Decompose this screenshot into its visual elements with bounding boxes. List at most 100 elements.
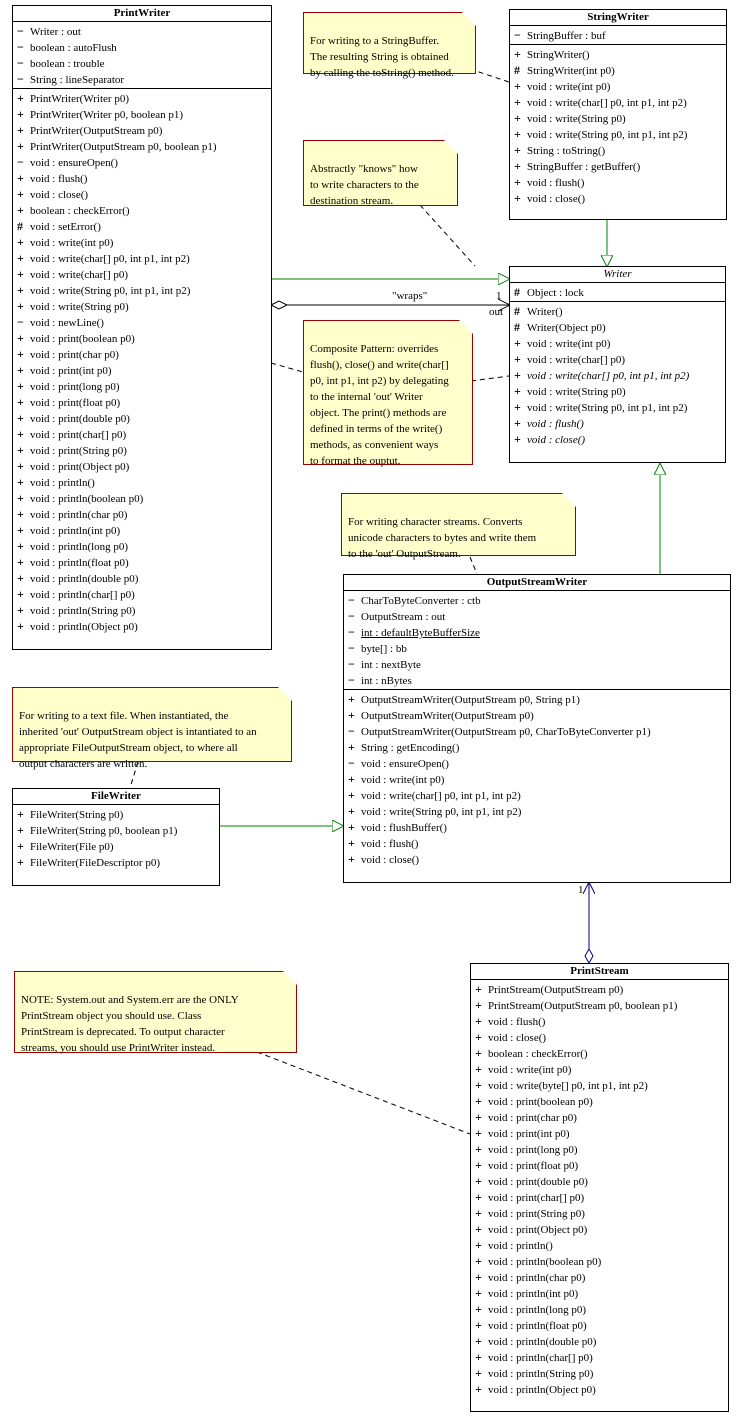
member-signature: void : write(int p0) bbox=[30, 237, 114, 249]
visibility-marker: # bbox=[17, 219, 23, 233]
visibility-marker: + bbox=[348, 852, 355, 866]
printwriter-class[interactable]: PrintWriter −Writer : out−boolean : auto… bbox=[12, 5, 272, 650]
class-member-row: +void : println() bbox=[471, 1237, 728, 1253]
visibility-marker: + bbox=[475, 1254, 482, 1268]
class-member-row: +void : flush() bbox=[510, 415, 725, 431]
member-signature: PrintWriter(OutputStream p0, boolean p1) bbox=[30, 141, 217, 153]
class-member-row: +void : print(String p0) bbox=[13, 442, 271, 458]
visibility-marker: + bbox=[17, 235, 24, 249]
wraps-multiplicity: 1 bbox=[496, 290, 502, 302]
class-member-row: +PrintStream(OutputStream p0, boolean p1… bbox=[471, 997, 728, 1013]
visibility-marker: + bbox=[17, 523, 24, 537]
printstream-methods: +PrintStream(OutputStream p0)+PrintStrea… bbox=[471, 980, 728, 1398]
outputstreamwriter-class-name: OutputStreamWriter bbox=[344, 575, 730, 591]
member-signature: int : nBytes bbox=[361, 675, 412, 687]
member-signature: OutputStreamWriter(OutputStream p0, Char… bbox=[361, 726, 651, 738]
visibility-marker: + bbox=[514, 416, 521, 430]
member-signature: void : print(double p0) bbox=[30, 413, 130, 425]
member-signature: void : flush() bbox=[30, 173, 88, 185]
class-member-row: + void : print(Object p0) bbox=[471, 1221, 728, 1237]
visibility-marker: + bbox=[514, 368, 521, 382]
stringwriter-class-name: StringWriter bbox=[510, 10, 726, 26]
visibility-marker: + bbox=[475, 1206, 482, 1220]
member-signature: void : write(String p0, int p1, int p2) bbox=[361, 806, 522, 818]
filewriter-class[interactable]: FileWriter +FileWriter(String p0)+FileWr… bbox=[12, 788, 220, 886]
visibility-marker: + bbox=[348, 788, 355, 802]
member-signature: void : ensureOpen() bbox=[361, 758, 449, 770]
visibility-marker: + bbox=[17, 443, 24, 457]
printstream-multiplicity: 1 bbox=[578, 884, 584, 896]
member-signature: void : println(double p0) bbox=[488, 1336, 597, 1348]
visibility-marker: + bbox=[17, 807, 24, 821]
class-member-row: +boolean : checkError() bbox=[13, 202, 271, 218]
note-outputstreamwriter: For writing character streams. Converts … bbox=[341, 493, 576, 560]
member-signature: StringBuffer : getBuffer() bbox=[527, 161, 641, 173]
class-member-row: +void : println(float p0) bbox=[471, 1317, 728, 1333]
class-member-row: +void : close() bbox=[13, 186, 271, 202]
member-signature: void : newLine() bbox=[30, 317, 104, 329]
class-member-row: +void : close() bbox=[510, 190, 726, 206]
class-member-row: +FileWriter(File p0) bbox=[13, 838, 219, 854]
writer-class[interactable]: Writer #Object : lock #Writer()#Writer(O… bbox=[509, 266, 726, 463]
member-signature: StringWriter() bbox=[527, 49, 590, 61]
visibility-marker: + bbox=[475, 1110, 482, 1124]
note-anchor-writer bbox=[419, 204, 476, 267]
class-member-row: +void : write(String p0, int p1, int p2) bbox=[344, 803, 730, 819]
member-signature: void : print(int p0) bbox=[30, 365, 112, 377]
visibility-marker: + bbox=[514, 79, 521, 93]
visibility-marker: # bbox=[514, 320, 520, 334]
member-signature: void : print(float p0) bbox=[488, 1160, 579, 1172]
member-signature: void : print(char p0) bbox=[30, 349, 119, 361]
visibility-marker: + bbox=[17, 475, 24, 489]
member-signature: boolean : checkError() bbox=[30, 205, 130, 217]
member-signature: void : println(Object p0) bbox=[30, 621, 138, 633]
class-member-row: +void : print(double p0) bbox=[471, 1173, 728, 1189]
class-member-row: +StringBuffer : getBuffer() bbox=[510, 158, 726, 174]
printstream-class[interactable]: PrintStream +PrintStream(OutputStream p0… bbox=[470, 963, 729, 1412]
class-member-row: +void : print(long p0) bbox=[471, 1141, 728, 1157]
class-member-row: +void : println(char[] p0) bbox=[471, 1349, 728, 1365]
member-signature: void : print(char[] p0) bbox=[30, 429, 127, 441]
member-signature: void : write(String p0, int p1, int p2) bbox=[527, 402, 688, 414]
visibility-marker: − bbox=[348, 641, 355, 655]
visibility-marker: + bbox=[17, 107, 24, 121]
member-signature: FileWriter(String p0) bbox=[30, 809, 124, 821]
class-member-row: −String : lineSeparator bbox=[13, 71, 271, 87]
visibility-marker: + bbox=[514, 384, 521, 398]
stringwriter-class[interactable]: StringWriter −StringBuffer : buf +String… bbox=[509, 9, 727, 220]
member-signature: void : println(float p0) bbox=[30, 557, 129, 569]
member-signature: void : flush() bbox=[361, 838, 419, 850]
member-signature: void : flush() bbox=[527, 177, 585, 189]
visibility-marker: + bbox=[17, 187, 24, 201]
note-anchor-osw bbox=[469, 556, 478, 575]
class-member-row: +void : print(char[] p0) bbox=[471, 1189, 728, 1205]
visibility-marker: + bbox=[17, 251, 24, 265]
class-member-row: +PrintStream(OutputStream p0) bbox=[471, 981, 728, 997]
visibility-marker: + bbox=[17, 587, 24, 601]
class-member-row: −boolean : trouble bbox=[13, 55, 271, 71]
printwriter-methods: +PrintWriter(Writer p0)+PrintWriter(Writ… bbox=[13, 88, 271, 635]
note-composite-text: Composite Pattern: overrides flush(), cl… bbox=[310, 343, 449, 467]
class-member-row: −CharToByteConverter : ctb bbox=[344, 592, 730, 608]
visibility-marker: + bbox=[17, 823, 24, 837]
class-member-row: #StringWriter(int p0) bbox=[510, 62, 726, 78]
member-signature: void : print(Object p0) bbox=[488, 1224, 588, 1236]
class-member-row: + void : write(int p0) bbox=[13, 234, 271, 250]
visibility-marker: + bbox=[475, 1334, 482, 1348]
member-signature: void : write(String p0, int p1, int p2) bbox=[30, 285, 191, 297]
visibility-marker: + bbox=[514, 175, 521, 189]
outputstreamwriter-class[interactable]: OutputStreamWriter −CharToByteConverter … bbox=[343, 574, 731, 883]
member-signature: String : getEncoding() bbox=[361, 742, 460, 754]
member-signature: PrintWriter(OutputStream p0) bbox=[30, 125, 163, 137]
member-signature: byte[] : bb bbox=[361, 643, 407, 655]
visibility-marker: + bbox=[514, 111, 521, 125]
class-member-row: +FileWriter(FileDescriptor p0) bbox=[13, 854, 219, 870]
visibility-marker: + bbox=[475, 1046, 482, 1060]
class-member-row: +void : write(char[] p0) bbox=[510, 351, 725, 367]
visibility-marker: + bbox=[475, 1222, 482, 1236]
member-signature: void : write(String p0) bbox=[527, 386, 626, 398]
class-member-row: +PrintWriter(Writer p0) bbox=[13, 90, 271, 106]
member-signature: void : setError() bbox=[30, 221, 101, 233]
member-signature: Object : lock bbox=[527, 287, 584, 299]
member-signature: void : print(String p0) bbox=[488, 1208, 585, 1220]
